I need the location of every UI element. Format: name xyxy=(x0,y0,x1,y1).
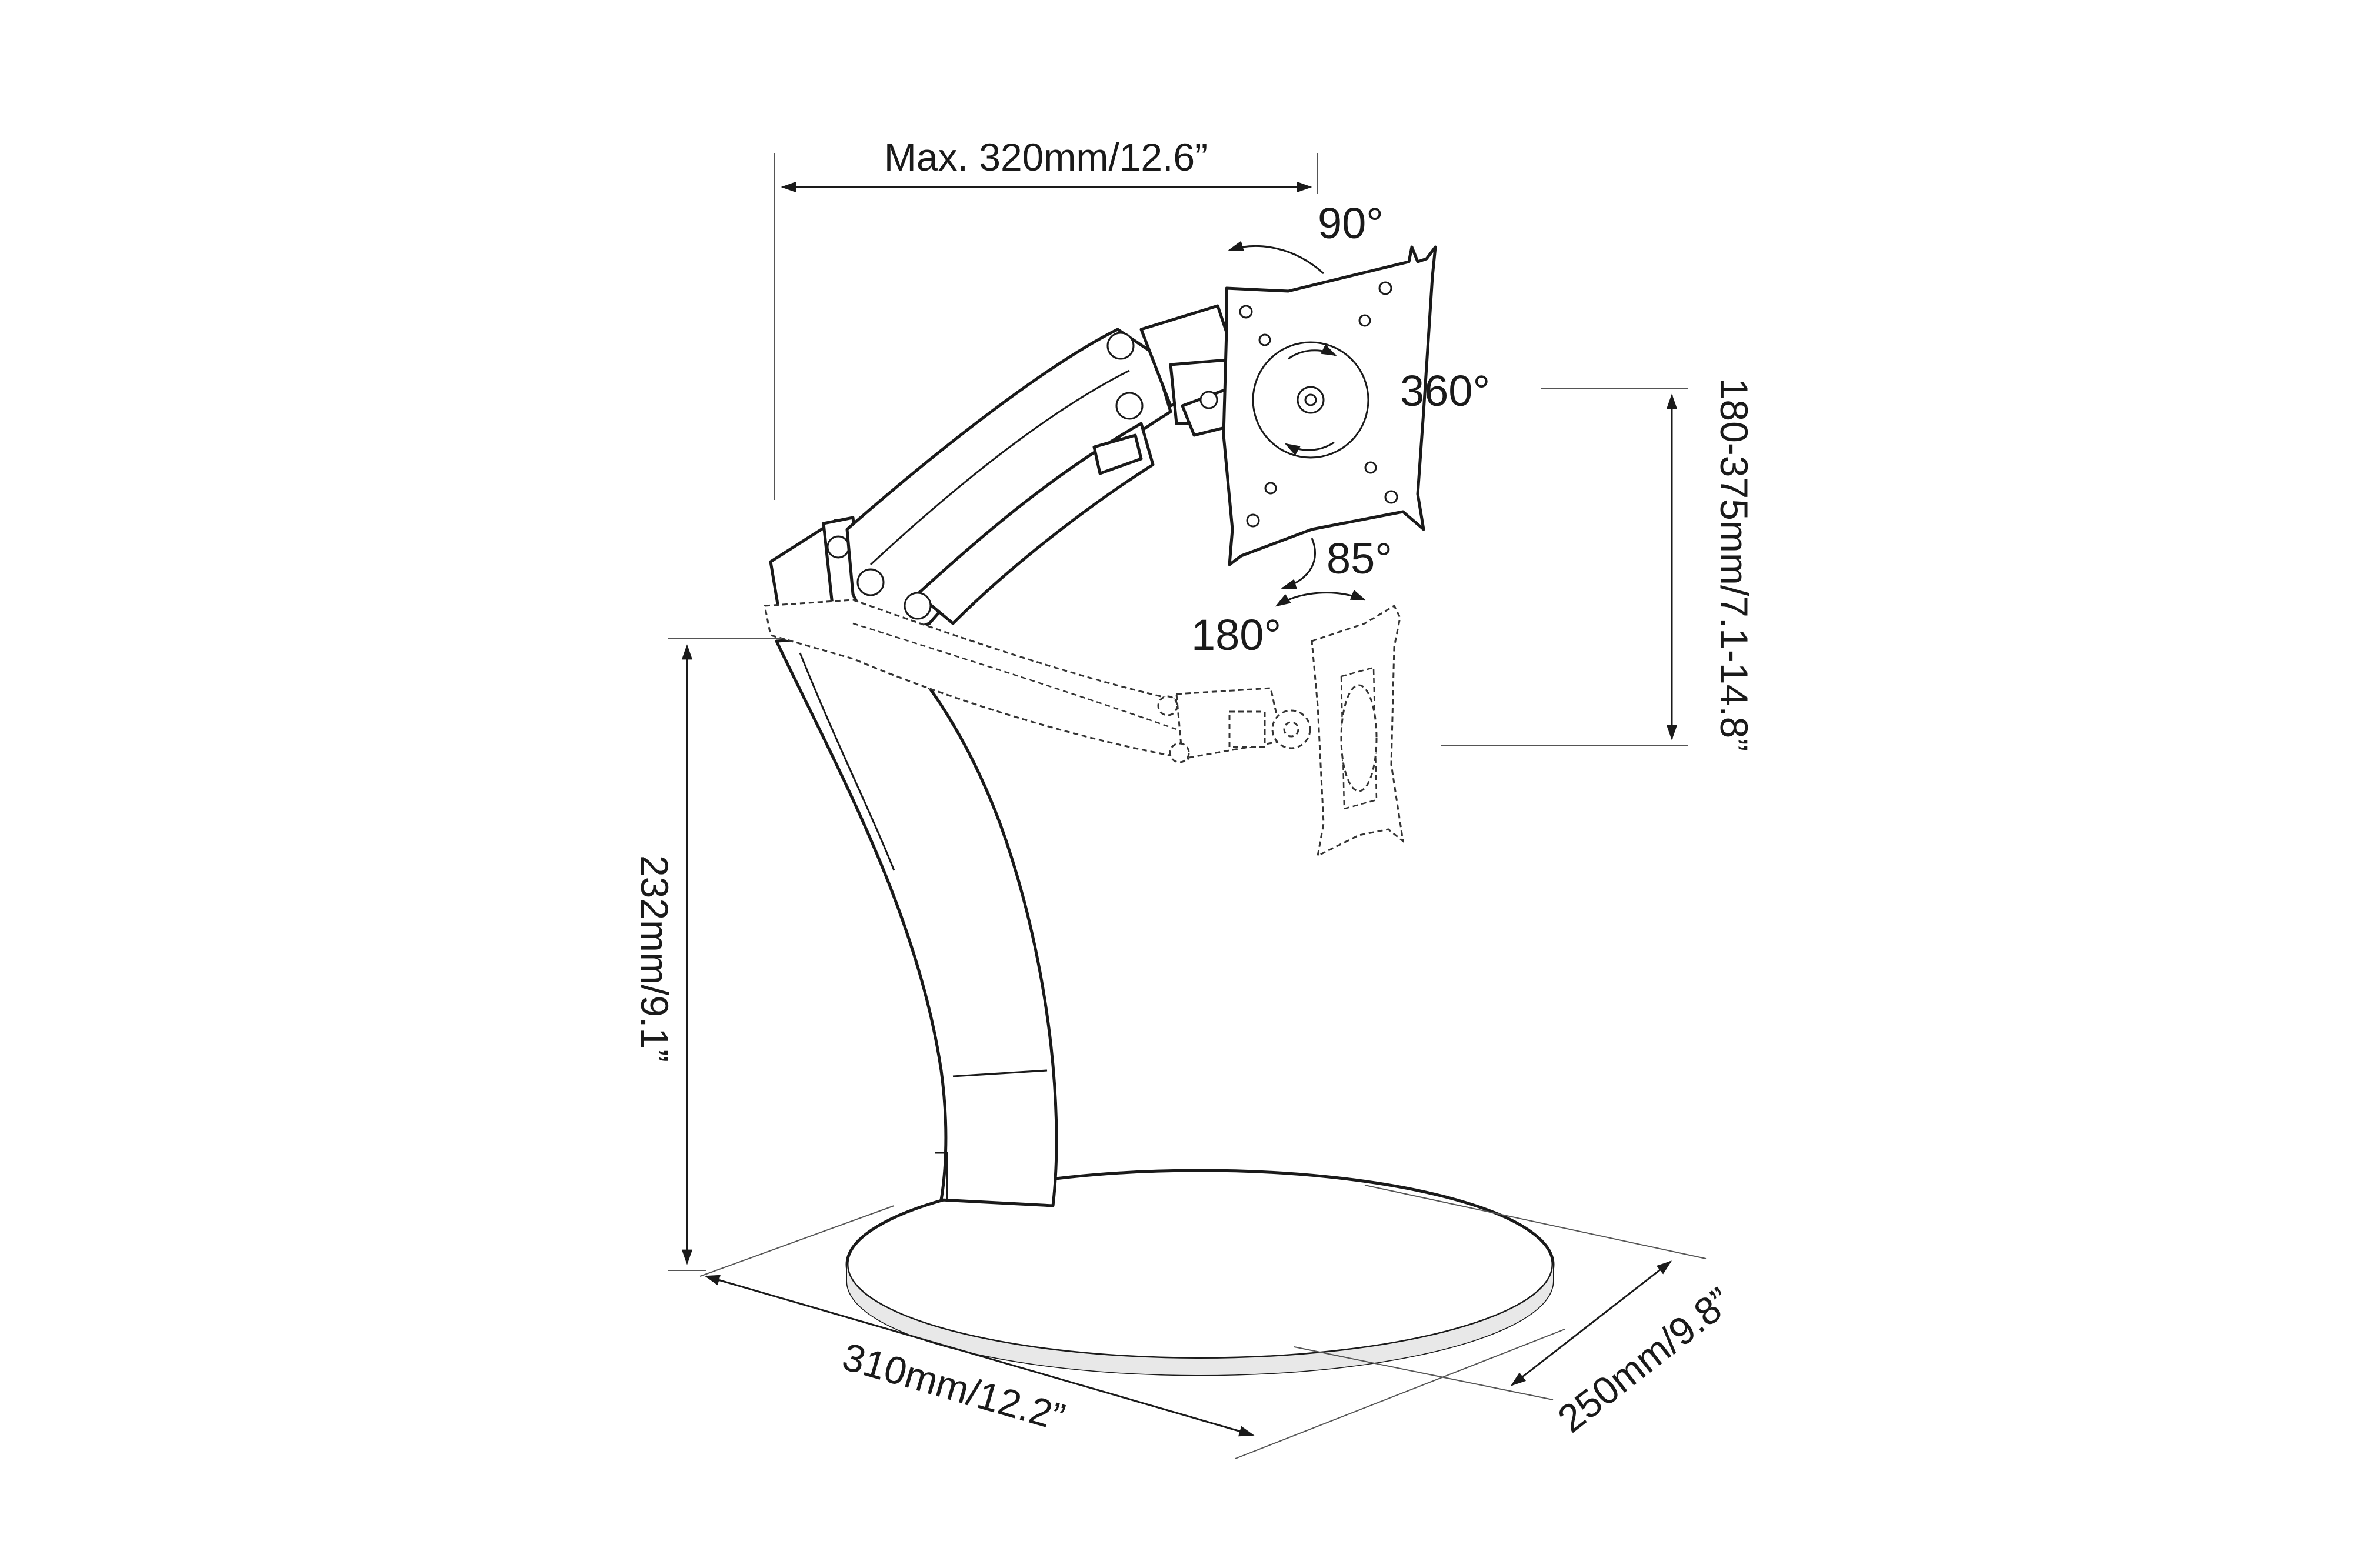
height-range-dimension: 180-375mm/7.1-14.8” xyxy=(1441,378,1756,752)
vesa-plate xyxy=(1222,245,1437,566)
vesa-plate-rotated-outline xyxy=(1311,604,1405,858)
swivel-180-indicator: 180° xyxy=(1191,589,1367,659)
rotation-360-indicator: 360° xyxy=(1400,366,1490,415)
max-reach-label: Max. 320mm/12.6” xyxy=(884,135,1208,179)
tilt-85-indicator: 85° xyxy=(1281,534,1392,589)
pole-height-label: 232mm/9.1” xyxy=(633,855,676,1062)
rotation-90-label: 90° xyxy=(1318,199,1384,248)
pole-height-dimension: 232mm/9.1” xyxy=(633,638,782,1271)
height-range-label: 180-375mm/7.1-14.8” xyxy=(1712,378,1756,752)
stand-pole xyxy=(775,633,1058,1207)
arm-lower-position-outline xyxy=(764,599,1311,763)
rotation-90-indicator: 90° xyxy=(1228,199,1384,275)
swivel-180-label: 180° xyxy=(1191,610,1281,659)
tilt-85-label: 85° xyxy=(1327,534,1392,583)
rotation-360-label: 360° xyxy=(1400,366,1490,415)
gas-spring-arm xyxy=(845,328,1172,630)
base-depth-label: 250mm/9.8” xyxy=(1549,1279,1739,1440)
max-reach-dimension: Max. 320mm/12.6” xyxy=(774,135,1318,500)
